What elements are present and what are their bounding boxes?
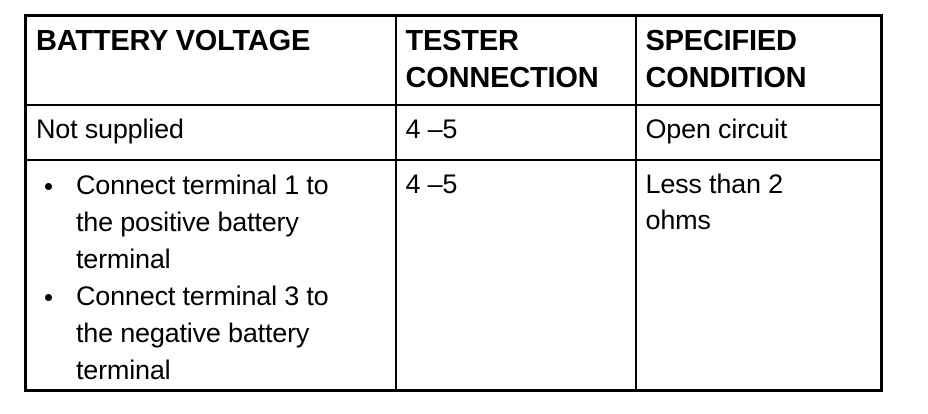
specified-condition-row2-line1: Less than 2 — [645, 169, 784, 199]
header-cell-specified-condition-inner: SPECIFIED CONDITION — [637, 17, 881, 97]
battery-voltage-row2-inner: Connect terminal 1 to the positive batte… — [27, 161, 395, 389]
table-row: Connect terminal 1 to the positive batte… — [24, 159, 883, 392]
bullet-icon — [45, 294, 52, 301]
cell-tester-connection-row2: 4 –5 — [394, 159, 637, 392]
specified-condition-row1-line1: Open circuit — [645, 114, 788, 144]
list-item-1-line-3: terminal — [76, 244, 171, 274]
battery-voltage-bullet-list: Connect terminal 1 to the positive batte… — [27, 167, 395, 389]
list-item-2-line-3: terminal — [76, 355, 171, 385]
header-cell-specified-condition: SPECIFIED CONDITION — [634, 14, 883, 106]
specification-table: BATTERY VOLTAGE TESTER CONNECTION SPECIF… — [24, 14, 883, 392]
header-tester-connection-line2: CONNECTION — [405, 62, 599, 94]
cell-battery-voltage-row2: Connect terminal 1 to the positive batte… — [24, 159, 397, 392]
cell-tester-connection-row1: 4 –5 — [394, 104, 637, 161]
bullet-icon — [45, 183, 52, 190]
list-item-1-line-2: the positive battery — [76, 207, 299, 237]
specified-condition-row2-inner: Less than 2 ohms — [637, 161, 881, 238]
list-item: Connect terminal 1 to the positive batte… — [27, 167, 395, 278]
list-item-1-line-1: Connect terminal 1 to — [76, 170, 329, 200]
cell-specified-condition-row1: Open circuit — [634, 104, 883, 161]
table-header-row: BATTERY VOLTAGE TESTER CONNECTION SPECIF… — [24, 14, 883, 106]
list-item-text: Connect terminal 1 to the positive batte… — [76, 167, 395, 278]
battery-voltage-row1-text: Not supplied — [36, 114, 184, 144]
header-cell-battery-voltage: BATTERY VOLTAGE — [24, 14, 397, 106]
header-tester-connection-line1: TESTER — [405, 25, 519, 57]
table-row: Not supplied 4 –5 Open circuit — [24, 104, 883, 161]
header-specified-condition-line2: CONDITION — [645, 62, 807, 94]
list-item: Connect terminal 3 to the negative batte… — [27, 278, 395, 389]
header-cell-battery-voltage-inner: BATTERY VOLTAGE — [27, 17, 395, 60]
list-item-2-line-1: Connect terminal 3 to — [76, 281, 329, 311]
list-item-2-line-2: the negative battery — [76, 318, 310, 348]
tester-connection-row1-text: 4 –5 — [405, 114, 458, 144]
header-specified-condition-line1: SPECIFIED — [645, 25, 797, 57]
specified-condition-row1-inner: Open circuit — [637, 106, 881, 147]
list-item-text: Connect terminal 3 to the negative batte… — [76, 278, 395, 389]
header-battery-voltage-line1: BATTERY VOLTAGE — [36, 25, 311, 57]
cell-battery-voltage-row1: Not supplied — [24, 104, 397, 161]
specified-condition-row2-line2: ohms — [645, 205, 711, 235]
header-cell-tester-connection: TESTER CONNECTION — [394, 14, 637, 106]
cell-specified-condition-row2: Less than 2 ohms — [634, 159, 883, 392]
tester-connection-row2-text: 4 –5 — [405, 169, 458, 199]
header-cell-tester-connection-inner: TESTER CONNECTION — [397, 17, 635, 97]
